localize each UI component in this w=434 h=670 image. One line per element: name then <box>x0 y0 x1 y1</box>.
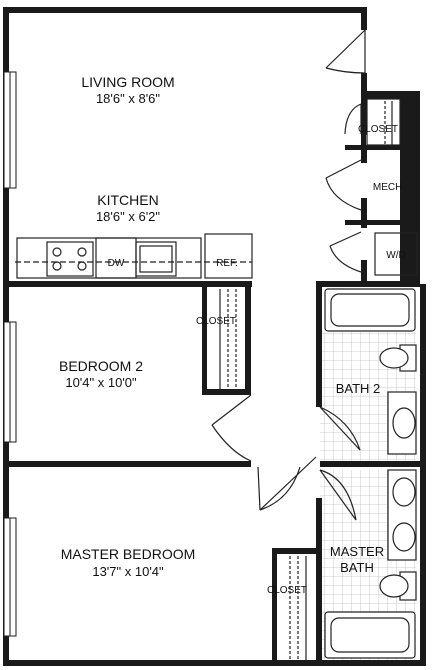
master-bedroom-door <box>257 456 317 511</box>
washer-dryer-label: W/D <box>386 250 405 261</box>
interior-walls <box>9 73 420 660</box>
mech-room <box>325 159 362 211</box>
mech-label: MECH. <box>373 182 405 193</box>
bedroom2-closet <box>219 289 237 389</box>
master-closet <box>289 556 307 660</box>
master-bath-fixtures <box>324 469 417 659</box>
bath-doors <box>319 406 361 521</box>
hall-closet <box>344 98 401 146</box>
bedroom2-closet-label: CLOSET <box>196 316 236 327</box>
refrigerator-label: REF. <box>216 258 238 269</box>
master-bath-label-line1: MASTER <box>330 544 384 559</box>
master-bedroom-name: MASTER BEDROOM <box>61 546 196 562</box>
kitchen-counter <box>15 233 253 279</box>
bedroom2-name: BEDROOM 2 <box>59 358 143 374</box>
master-bedroom-dims: 13'7" x 10'4" <box>92 564 164 579</box>
master-closet-label: CLOSET <box>267 585 307 596</box>
bath2-fixtures <box>324 288 417 455</box>
bedroom2-door <box>211 394 252 462</box>
bedroom2-dims: 10'4" x 10'0" <box>65 375 137 390</box>
bath2-label: BATH 2 <box>336 381 381 396</box>
living-room-name: LIVING ROOM <box>81 74 174 90</box>
hall-closet-label: CLOSET <box>358 124 398 135</box>
kitchen-name: KITCHEN <box>97 192 158 208</box>
dishwasher-label: DW <box>108 258 125 269</box>
kitchen-dims: 18'6" x 6'2" <box>96 209 160 224</box>
living-room-dims: 18'6" x 8'6" <box>96 91 160 106</box>
entry-door <box>325 29 366 74</box>
washer-dryer <box>329 231 418 276</box>
master-bath-label-line2: BATH <box>340 560 374 575</box>
